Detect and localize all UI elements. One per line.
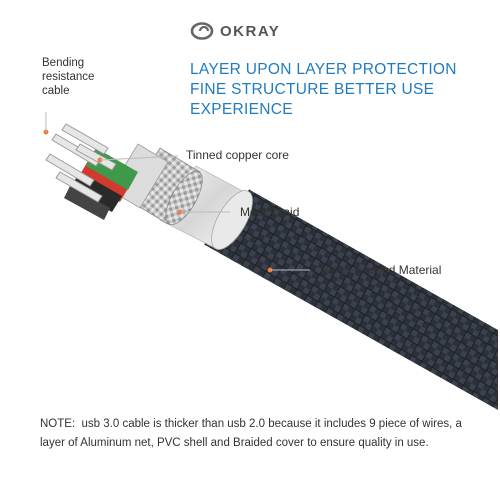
label-bending-line-3: cable: [42, 85, 70, 97]
callout-braid: [177, 209, 230, 215]
headline: LAYER UPON LAYER PROTECTION FINE STRUCTU…: [190, 60, 457, 120]
label-bending-line-1: Bending: [42, 57, 85, 69]
label-metal-braid: Metal braid: [240, 205, 300, 219]
nylon-braided-cable: [204, 189, 498, 410]
label-tinned-copper-core: Tinned copper core: [186, 148, 289, 162]
callout-nylon: [267, 267, 310, 273]
brand-logo: OKRAY: [190, 22, 280, 40]
label-nylon-braided: Nylon Braided Material: [320, 263, 442, 277]
brand-name: OKRAY: [220, 22, 281, 40]
headline-line-1: LAYER UPON LAYER PROTECTION: [190, 61, 457, 78]
okray-logo-icon: [190, 22, 214, 40]
label-bending-line-2: resistance: [42, 71, 95, 83]
note-prefix: NOTE:: [40, 418, 76, 430]
callout-bending: [43, 112, 49, 135]
label-bending-resistance: Bending resistance cable: [42, 56, 94, 98]
note-text: NOTE: usb 3.0 cable is thicker than usb …: [40, 415, 470, 453]
tinned-copper-core: [45, 123, 117, 203]
headline-line-3: EXPERIENCE: [190, 101, 293, 118]
callout-core: [97, 155, 179, 163]
headline-line-2: FINE STRUCTURE BETTER USE: [190, 81, 435, 98]
note-body: usb 3.0 cable is thicker than usb 2.0 be…: [40, 418, 462, 449]
